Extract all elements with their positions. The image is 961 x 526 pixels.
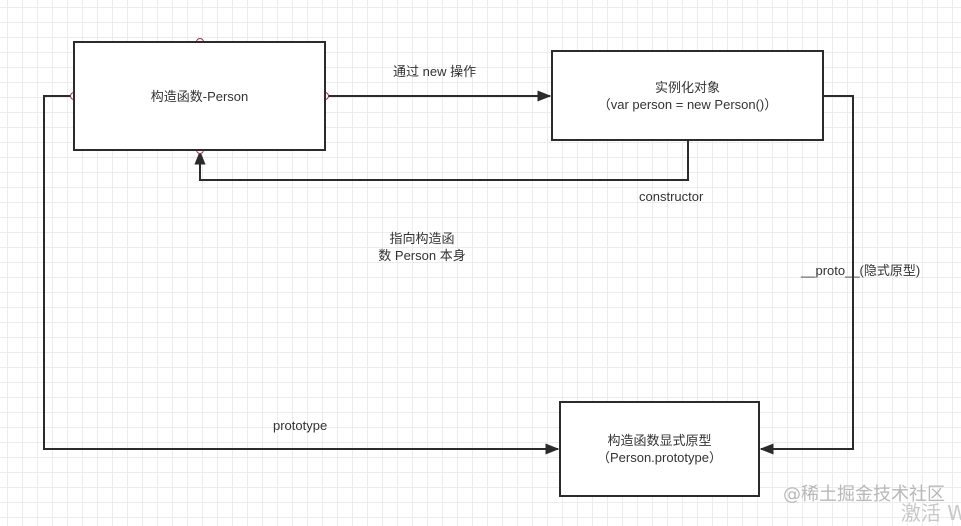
edge-label-prototype: prototype <box>273 418 328 433</box>
node-prototype-object[interactable]: 构造函数显式原型 （Person.prototype） <box>559 401 760 497</box>
node-instance-title: 实例化对象 <box>654 79 720 95</box>
edge-label-new-op: 通过 new 操作 <box>393 64 477 79</box>
node-constructor-function[interactable]: 构造函数-Person <box>73 41 326 151</box>
node-prototype-title: 构造函数显式原型 <box>607 433 712 448</box>
edge-label-proto: __proto__(隐式原型) <box>801 263 921 278</box>
node-instance[interactable]: 实例化对象 （var person = new Person()） <box>551 50 824 141</box>
node-instance-code: （var person = new Person()） <box>597 96 778 112</box>
annotation-line-1: 指向构造函 <box>389 231 455 246</box>
watermark: @稀土掘金技术社区 <box>783 484 945 505</box>
node-prototype-code: （Person.prototype） <box>596 450 722 465</box>
activate-windows-text: 激活 W <box>900 501 961 525</box>
edge-prototype <box>43 95 560 455</box>
edge-constructor <box>194 140 689 181</box>
node-constructor-function-label: 构造函数-Person <box>150 88 249 104</box>
edge-proto <box>759 95 854 455</box>
edge-label-constructor: constructor <box>639 189 704 204</box>
annotation-text: 指向构造函 数 Person 本身 <box>372 230 472 264</box>
annotation-line-2: 数 Person 本身 <box>378 248 466 263</box>
